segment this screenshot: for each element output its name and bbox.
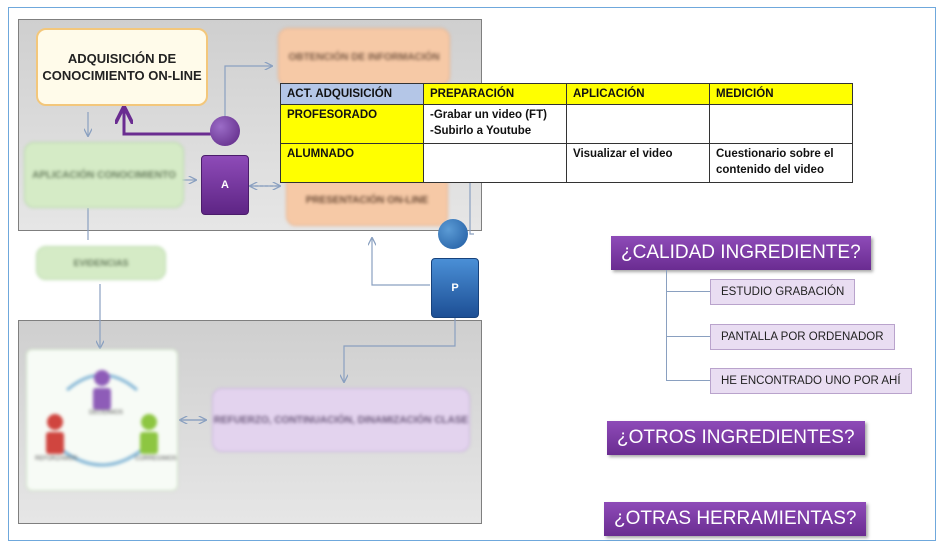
arrow-p-to-ref xyxy=(344,318,456,382)
calidad-item-pantalla: PANTALLA POR ORDENADOR xyxy=(710,324,895,350)
tree-line-3 xyxy=(666,380,710,381)
cycle-arrows xyxy=(46,370,158,467)
arrow-p-to-pres xyxy=(372,238,430,286)
table-header-cell: ACT. ADQUISICIÓN xyxy=(280,83,424,105)
table-cell xyxy=(709,104,853,144)
profesor-letter: P xyxy=(451,282,459,294)
cycle-label-1: DECIDIMOS xyxy=(89,410,124,416)
alumno-letter: A xyxy=(221,179,229,191)
calidad-ingrediente-heading: ¿CALIDAD INGREDIENTE? xyxy=(611,236,871,270)
alumno-body-icon: A xyxy=(201,155,249,215)
calidad-item-encontrado: HE ENCONTRADO UNO POR AHÍ xyxy=(710,368,912,394)
table-row: PROFESORADO -Grabar un video (FT) -Subir… xyxy=(280,104,853,144)
table-row: ALUMNADO Visualizar el video Cuestionari… xyxy=(280,143,853,183)
tree-line-2 xyxy=(666,336,710,337)
table-row-label: ALUMNADO xyxy=(280,143,424,183)
table-header-row: ACT. ADQUISICIÓN PREPARACIÓN APLICACIÓN … xyxy=(280,83,853,105)
arrow-a-to-obt xyxy=(224,66,272,118)
activity-table: ACT. ADQUISICIÓN PREPARACIÓN APLICACIÓN … xyxy=(280,83,853,183)
obtencion-box: OBTENCIÓN DE INFORMACIÓN xyxy=(278,28,450,86)
tree-line-vertical xyxy=(666,270,667,380)
table-cell xyxy=(566,104,710,144)
table-header-cell: APLICACIÓN xyxy=(566,83,710,105)
cycle-graphic: DECIDIMOS REFORZAMOS CORREGIMOS xyxy=(26,349,178,491)
table-header-cell: PREPARACIÓN xyxy=(423,83,567,105)
profesor-head-icon xyxy=(438,219,468,249)
tree-line-1 xyxy=(666,291,710,292)
refuerzo-box: REFUERZO, CONTINUACIÓN, DINAMIZACIÓN CLA… xyxy=(212,388,470,452)
profesor-body-icon: P xyxy=(431,258,479,318)
cycle-label-3: CORREGIMOS xyxy=(135,456,177,462)
table-cell: -Grabar un video (FT) -Subirlo a Youtube xyxy=(423,104,567,144)
table-cell: Visualizar el video xyxy=(566,143,710,183)
table-row-label: PROFESORADO xyxy=(280,104,424,144)
arrow-purple-to-adq xyxy=(124,108,212,136)
aplicacion-box: APLICACIÓN CONOCIMIENTO xyxy=(24,142,184,208)
table-header-cell: MEDICIÓN xyxy=(709,83,853,105)
adquisicion-box: ADQUISICIÓN DE CONOCIMIENTO ON-LINE xyxy=(36,28,208,106)
calidad-item-estudio: ESTUDIO GRABACIÓN xyxy=(710,279,856,305)
evidencias-box: EVIDENCIAS xyxy=(36,246,166,280)
cycle-label-2: REFORZAMOS xyxy=(35,456,78,462)
otras-herramientas-heading: ¿OTRAS HERRAMIENTAS? xyxy=(604,502,867,536)
alumno-head-icon xyxy=(210,116,240,146)
otros-ingredientes-heading: ¿OTROS INGREDIENTES? xyxy=(607,421,865,455)
table-cell: Cuestionario sobre el contenido del vide… xyxy=(709,143,853,183)
table-cell xyxy=(423,143,567,183)
